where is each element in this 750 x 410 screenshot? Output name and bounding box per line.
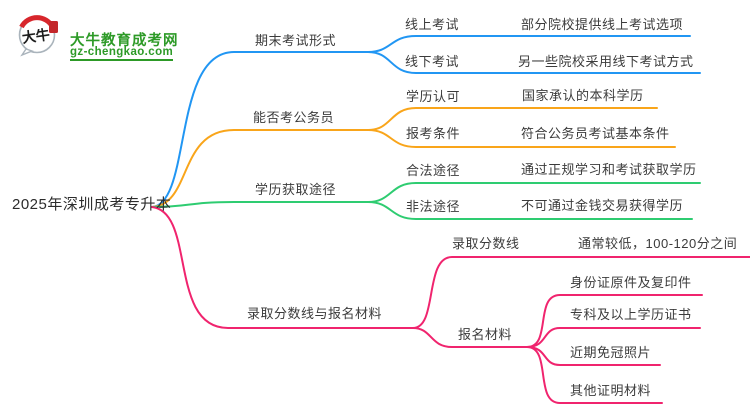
leaf-degree-recognition-detail: 国家承认的本科学历	[522, 88, 644, 103]
leaf-material-other: 其他证明材料	[570, 383, 652, 398]
node-degree-paths: 学历获取途径	[255, 182, 337, 197]
leaf-score-line-detail: 通常较低，100-120分之间	[578, 236, 738, 251]
logo-seal-icon	[49, 21, 58, 33]
wire-illegal-path	[367, 201, 693, 220]
node-offline-exam: 线下考试	[405, 54, 460, 69]
leaf-material-id: 身份证原件及复印件	[570, 275, 692, 290]
wire-material-id	[526, 294, 703, 348]
leaf-apply-conditions-detail: 符合公务员考试基本条件	[521, 126, 670, 141]
node-exam-format: 期末考试形式	[255, 33, 337, 48]
wire-apply-conditions	[367, 129, 676, 148]
node-online-exam: 线上考试	[405, 17, 460, 32]
leaf-illegal-path-detail: 不可通过金钱交易获得学历	[521, 198, 684, 213]
wire-scores-materials	[151, 206, 414, 329]
wire-material-other	[526, 346, 663, 404]
node-materials: 报名材料	[458, 327, 513, 342]
wire-degree-recognition	[367, 107, 658, 131]
leaf-offline-exam-detail: 另一些院校采用线下考试方式	[518, 54, 694, 69]
wire-materials	[412, 327, 528, 348]
node-score-line: 录取分数线	[452, 236, 520, 251]
wire-material-diploma	[526, 327, 701, 348]
leaf-material-photo: 近期免冠照片	[570, 345, 652, 360]
site-name: 大牛教育成考网	[70, 33, 179, 49]
wire-civil-servant	[151, 129, 369, 208]
leaf-material-diploma: 专科及以上学历证书	[570, 307, 692, 322]
site-domain: gz-chengkao.com	[70, 46, 174, 61]
node-illegal-path: 非法途径	[406, 199, 461, 214]
logo-bubble: 大牛	[18, 15, 58, 57]
node-legal-path: 合法途径	[406, 163, 461, 178]
wire-legal-path	[367, 182, 701, 203]
site-logo: 大牛 大牛教育成考网 gz-chengkao.com	[12, 9, 182, 61]
leaf-legal-path-detail: 通过正规学习和考试获取学历	[521, 162, 697, 177]
wire-score-line	[412, 256, 750, 329]
wire-exam-format	[151, 51, 369, 208]
wire-degree-paths	[151, 201, 369, 208]
node-apply-conditions: 报考条件	[406, 126, 461, 141]
node-civil-servant: 能否考公务员	[253, 110, 335, 125]
leaf-online-exam-detail: 部分院校提供线上考试选项	[521, 17, 684, 32]
logo-bubble-tail	[20, 48, 35, 57]
wire-offline-exam	[367, 51, 701, 74]
node-scores-materials: 录取分数线与报名材料	[247, 306, 383, 321]
wire-online-exam	[367, 35, 691, 53]
root-node: 2025年深圳成考专升本	[12, 196, 172, 213]
logo-bubble-text: 大牛	[21, 26, 51, 46]
node-degree-recognition: 学历认可	[406, 89, 461, 104]
